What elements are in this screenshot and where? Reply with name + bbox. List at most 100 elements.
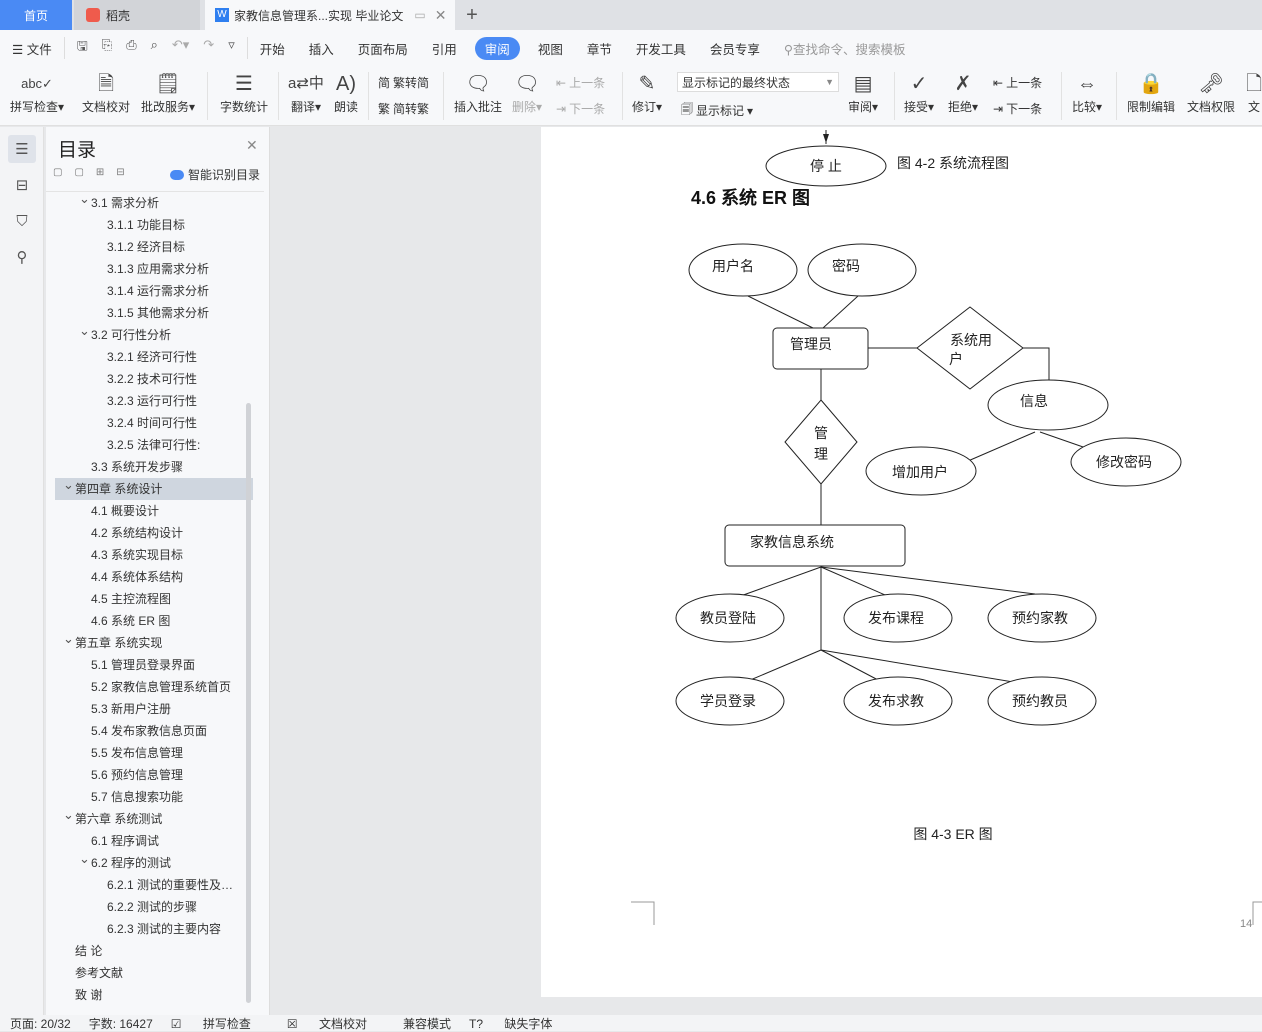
remove-icon[interactable]: ⊟ xyxy=(116,167,125,178)
redo-icon[interactable]: ↷ xyxy=(203,37,215,52)
print-icon[interactable]: ⎙ xyxy=(126,37,137,52)
proofread-toggle[interactable]: ☒ 文档校对 xyxy=(287,1015,385,1032)
close-icon[interactable]: ✕ xyxy=(246,137,258,153)
new-tab-button[interactable]: + xyxy=(466,3,478,26)
label: 批改服务 xyxy=(141,100,190,114)
more-icon[interactable]: ▿ xyxy=(228,37,235,52)
er-label: 理 xyxy=(814,446,828,462)
toc-item[interactable]: ⌄3.1 需求分析 xyxy=(46,192,236,214)
er-label: 家教信息系统 xyxy=(750,534,834,550)
toc-item[interactable]: ⌄第六章 系统测试 xyxy=(46,808,236,830)
edge xyxy=(734,566,822,599)
close-icon[interactable]: ✕ xyxy=(434,6,447,23)
menu-review[interactable]: 审阅 xyxy=(474,36,520,60)
missing-font-button[interactable]: T? 缺失字体 xyxy=(469,1015,570,1032)
toc-icon[interactable]: ☰ xyxy=(8,135,36,163)
er-label: 密码 xyxy=(832,258,860,274)
chevron-down-icon[interactable]: ⌄ xyxy=(63,808,74,822)
chevron-down-icon[interactable]: ⌄ xyxy=(79,192,90,206)
pin-icon[interactable]: ▭ xyxy=(414,8,426,22)
restrict-editing-button[interactable]: 🔒 限制编辑 xyxy=(1127,70,1175,115)
label: 限制编辑 xyxy=(1127,100,1176,114)
toc-item[interactable]: ⌄第四章 系统设计 xyxy=(55,478,253,500)
toc-item[interactable]: ⌄3.2 可行性分析 xyxy=(46,324,236,346)
expand-all-icon[interactable]: ▢ xyxy=(53,167,63,178)
label: 显示标记 xyxy=(696,104,745,118)
word-count[interactable]: 字数: 16427 xyxy=(88,1016,153,1031)
menu-references[interactable]: 引用 xyxy=(431,42,457,57)
page-indicator[interactable]: 页面: 20/32 xyxy=(10,1016,71,1031)
spell-check-toggle[interactable]: ☑ 拼写检查 xyxy=(171,1015,269,1032)
menu-devtools[interactable]: 开发工具 xyxy=(635,42,686,57)
track-changes-button[interactable]: ✎修订▾ xyxy=(632,70,662,115)
er-label: 管 xyxy=(814,425,828,441)
prev-change-button[interactable]: ⇤上一条 xyxy=(993,74,1042,91)
tab-label: 家教信息管理系...实现 毕业论文 xyxy=(234,8,404,23)
export-icon[interactable]: ⎘ xyxy=(101,37,113,52)
file-menu[interactable]: ☰ 文件 xyxy=(0,39,64,58)
word-count-button[interactable]: ☰字数统计 xyxy=(220,70,268,115)
label: 接受 xyxy=(904,100,929,114)
delete-comment-button[interactable]: 🗨删除▾ xyxy=(512,70,542,115)
chevron-down-icon[interactable]: ⌄ xyxy=(79,852,90,866)
insert-comment-button[interactable]: 🗨插入批注 xyxy=(454,70,502,115)
chevron-down-icon[interactable]: ⌄ xyxy=(79,324,90,338)
menu-section[interactable]: 章节 xyxy=(586,42,612,57)
smart-toc-button[interactable]: 智能识别目录 xyxy=(170,166,260,183)
menu-layout[interactable]: 页面布局 xyxy=(357,42,408,57)
collapse-up-icon[interactable]: ▢ xyxy=(74,167,84,178)
preview-icon[interactable]: ⌕ xyxy=(150,37,158,52)
arrow-head xyxy=(823,134,829,143)
markup-state-select[interactable]: 显示标记的最终状态▼ xyxy=(677,72,839,92)
tab-daoke[interactable]: 稻壳 xyxy=(74,0,200,30)
trad-to-simp-button[interactable]: 简繁转简 xyxy=(378,74,429,91)
undo-icon[interactable]: ↶▾ xyxy=(171,37,190,52)
simp-to-trad-button[interactable]: 繁简转繁 xyxy=(378,100,429,117)
spell-check-button[interactable]: abc✓拼写检查▾ xyxy=(10,70,64,115)
review-pane-button[interactable]: ▤审阅▾ xyxy=(848,70,878,115)
menu-member[interactable]: 会员专享 xyxy=(709,42,760,57)
tab-home[interactable]: 首页 xyxy=(0,0,72,30)
navigation-icon[interactable]: ⊟ xyxy=(15,177,29,194)
show-markup-button[interactable]: 🗐显示标记▾ xyxy=(681,100,753,121)
correction-service-button[interactable]: 🗒批改服务▾ xyxy=(141,70,195,115)
compare-button[interactable]: ⇔比较▾ xyxy=(1072,70,1102,115)
prev-comment-button[interactable]: ⇤上一条 xyxy=(556,74,605,91)
reject-button[interactable]: ✗拒绝▾ xyxy=(948,70,978,115)
er-label: 系统用 xyxy=(950,332,992,348)
toc-item[interactable]: ⌄第五章 系统实现 xyxy=(46,632,236,654)
accept-icon: ✓ xyxy=(910,73,928,95)
toc-scrollbar[interactable] xyxy=(246,403,251,1003)
document-check-icon: 🗎 xyxy=(97,73,115,95)
toc-item[interactable]: ⌄6.2 程序的测试 xyxy=(46,852,236,874)
read-aloud-button[interactable]: A)朗读 xyxy=(334,70,358,115)
menu-start[interactable]: 开始 xyxy=(259,42,285,57)
next-comment-button[interactable]: ⇥下一条 xyxy=(556,100,605,117)
proof-icon: ☒ xyxy=(286,1016,301,1031)
translate-button[interactable]: a⇄中翻译▾ xyxy=(288,70,324,115)
reject-icon: ✗ xyxy=(954,73,972,95)
search-icon[interactable]: ⚲ xyxy=(16,249,28,266)
bookmark-icon[interactable]: ⛉ xyxy=(16,212,28,230)
tab-label: 首页 xyxy=(23,8,48,23)
er-label: 预约家教 xyxy=(1012,610,1068,626)
save-icon[interactable]: 🖫 xyxy=(76,38,88,53)
edge xyxy=(747,649,822,682)
lock-icon: 🔒 xyxy=(1138,73,1164,95)
search-icon: ⚲ xyxy=(783,42,794,57)
menu-insert[interactable]: 插入 xyxy=(308,42,334,57)
command-search[interactable]: ⚲查找命令、搜索模板 xyxy=(772,39,918,58)
accept-button[interactable]: ✓接受▾ xyxy=(904,70,934,115)
menu-view[interactable]: 视图 xyxy=(537,42,563,57)
attr-changepw xyxy=(1070,437,1182,487)
chevron-down-icon[interactable]: ⌄ xyxy=(63,478,74,492)
document-permission-button[interactable]: 🗝文档权限 xyxy=(1187,70,1235,115)
next-change-button[interactable]: ⇥下一条 xyxy=(993,100,1042,117)
proofread-button[interactable]: 🗎文档校对 xyxy=(82,70,130,115)
chevron-down-icon[interactable]: ⌄ xyxy=(63,632,74,646)
more-button[interactable]: 🗋文 xyxy=(1246,70,1262,115)
add-icon[interactable]: ⊞ xyxy=(95,167,105,178)
